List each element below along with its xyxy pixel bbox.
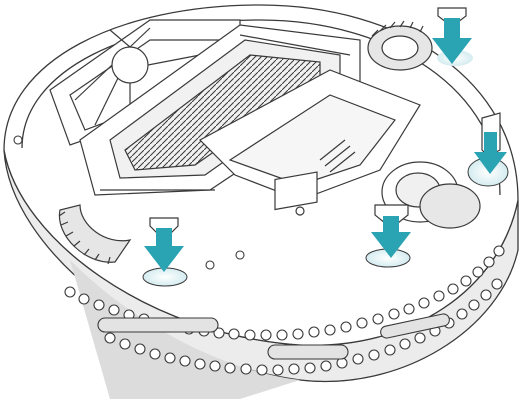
- sensor-pad-left: [143, 268, 187, 286]
- bumper-slot-mid: [268, 345, 348, 359]
- bumper-slot-left: [98, 318, 218, 332]
